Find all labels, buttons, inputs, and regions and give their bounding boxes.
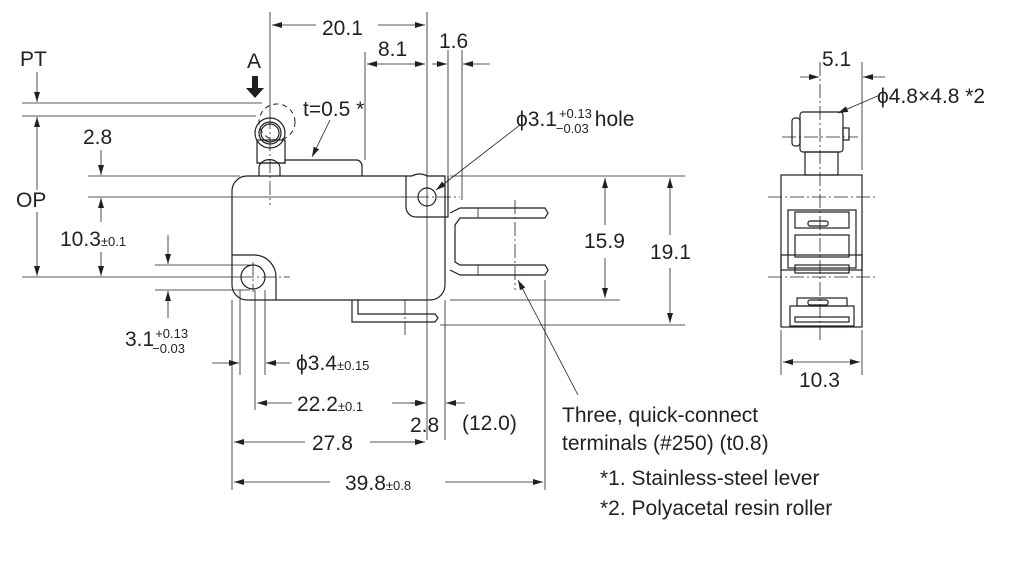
terminals-note-line1: Three, quick-connect [562, 404, 758, 427]
force-direction-arrow-icon [246, 76, 264, 98]
dim-5-1: 5.1 [822, 48, 851, 71]
dim-27-8: 27.8 [312, 432, 353, 455]
dim-2-8-top: 2.8 [83, 126, 112, 149]
note-1: *1. Stainless-steel lever [600, 467, 819, 490]
dim-10-3-side: 10.3 [799, 369, 840, 392]
dim-2-8-bottom: 2.8 [410, 414, 439, 437]
dim-39-8: 39.8±0.8 [345, 472, 411, 495]
a-label: A [247, 50, 261, 73]
lever-thickness-label: t=0.5 * [303, 98, 364, 121]
notes: Three, quick-connect terminals (#250) (t… [562, 404, 832, 520]
op-label: OP [16, 189, 46, 212]
dim-19-1: 19.1 [650, 241, 691, 264]
dim-3-4: ϕ3.4±0.15 [296, 352, 369, 375]
dim-15-9: 15.9 [584, 230, 625, 253]
dim-12-0: (12.0) [462, 412, 517, 435]
dim-22-2: 22.2±0.1 [297, 393, 363, 416]
dim-20-1: 20.1 [322, 17, 363, 40]
note-2: *2. Polyacetal resin roller [600, 497, 832, 520]
pt-label: PT [20, 48, 47, 71]
dim-8-1: 8.1 [378, 38, 407, 61]
roller-size-label: ϕ4.8×4.8 *2 [877, 85, 985, 108]
terminals-note-line2: terminals (#250) (t0.8) [562, 432, 769, 455]
switch-front-view [231, 103, 549, 335]
switch-side-view [768, 62, 885, 375]
dim-3-1: 3.1+0.13−0.03 [125, 326, 188, 356]
lever [257, 159, 363, 176]
dim-1-6: 1.6 [439, 30, 468, 53]
dimension-lines [22, 12, 685, 490]
dim-10-3: 10.3±0.1 [60, 228, 126, 251]
dimension-labels: PT OP A 20.1 8.1 1.6 t=0.5 * 2.8 10.3±0.… [16, 17, 985, 495]
